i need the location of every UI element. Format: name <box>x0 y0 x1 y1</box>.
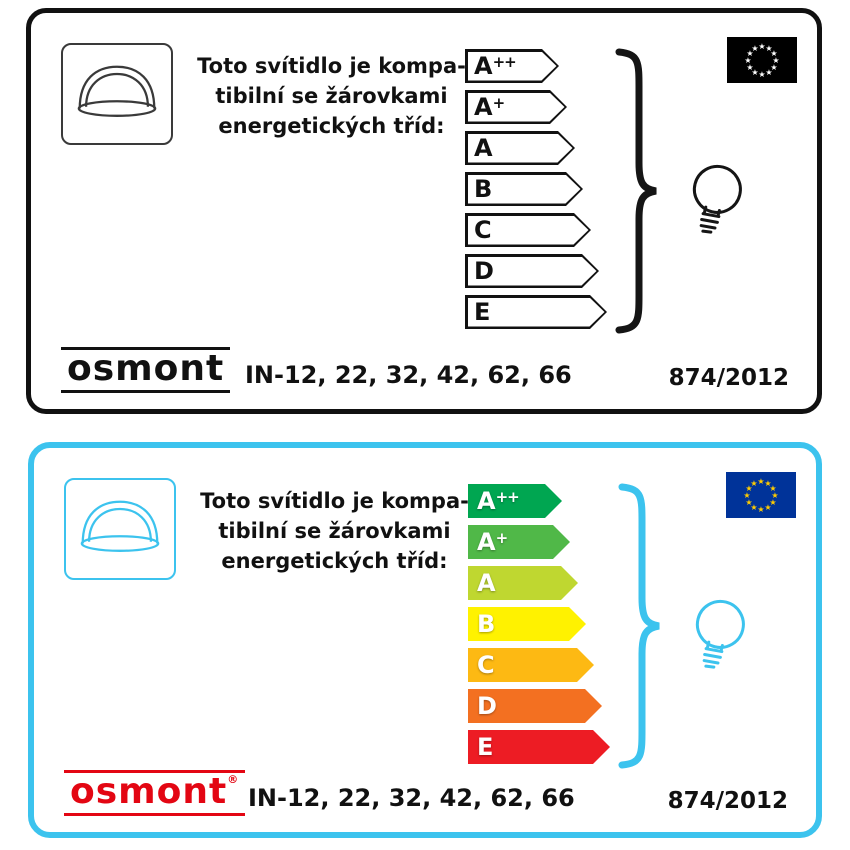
energy-class-arrow-ap: A+ <box>465 90 567 124</box>
energy-class-arrow-c: C <box>465 213 591 247</box>
regulation-number: 874/2012 <box>668 365 789 391</box>
arrow-fill <box>471 651 592 680</box>
energy-class-arrow-app: A++ <box>468 484 562 518</box>
energy-class-arrow-app: A++ <box>465 49 559 83</box>
energy-class-arrow-b: B <box>465 172 583 206</box>
arrow-fill <box>471 528 568 557</box>
compat-line-1: Toto svítidlo je kompa- <box>197 54 466 78</box>
curly-brace <box>617 482 663 774</box>
svg-text:★: ★ <box>769 484 776 493</box>
svg-text:★: ★ <box>764 503 771 512</box>
osmont-logo: osmont <box>61 347 231 393</box>
energy-class-label: D <box>477 692 497 720</box>
luminaire-icon <box>61 43 173 145</box>
registered-mark: ® <box>227 773 240 786</box>
osmont-logo-text: osmont <box>70 771 228 812</box>
svg-text:★: ★ <box>757 477 764 486</box>
ceiling-lamp-icon <box>77 65 157 117</box>
svg-text:★: ★ <box>750 479 757 488</box>
energy-class-arrow-ap: A+ <box>468 525 570 559</box>
energy-class-arrow-d: D <box>465 254 599 288</box>
arrow-fill <box>468 216 589 245</box>
energy-class-arrow-d: D <box>468 689 602 723</box>
svg-text:★: ★ <box>743 491 750 500</box>
energy-class-arrow-c: C <box>468 648 594 682</box>
regulation-number: 874/2012 <box>667 788 788 814</box>
svg-text:★: ★ <box>758 70 765 79</box>
energy-class-label: A++ <box>477 487 519 515</box>
svg-text:★: ★ <box>751 68 758 77</box>
compatibility-text: Toto svítidlo je kompa- tibilní se žárov… <box>179 51 484 141</box>
compatibility-text: Toto svítidlo je kompa- tibilní se žárov… <box>182 486 487 576</box>
arrow-fill <box>468 93 565 122</box>
energy-class-arrow-a: A <box>468 566 578 600</box>
svg-text:★: ★ <box>757 505 764 514</box>
osmont-logo: osmont® <box>64 770 246 816</box>
ceiling-lamp-icon <box>80 500 160 552</box>
light-bulb-icon <box>684 594 750 686</box>
svg-text:★: ★ <box>746 63 753 72</box>
energy-class-label: B <box>477 610 496 638</box>
arrow-fill <box>471 610 584 639</box>
svg-text:★: ★ <box>745 498 752 507</box>
energy-class-label: A+ <box>477 528 508 556</box>
arrow-fill <box>471 733 608 762</box>
svg-text:★: ★ <box>744 56 751 65</box>
svg-text:★: ★ <box>770 63 777 72</box>
compat-line-3: energetických tříd: <box>218 114 445 138</box>
energy-class-label: C <box>477 651 495 679</box>
energy-class-label: D <box>474 257 494 285</box>
energy-class-label: A <box>477 569 496 597</box>
compat-line-2: tibilní se žárovkami <box>218 519 451 543</box>
energy-class-arrow-e: E <box>465 295 607 329</box>
svg-text:★: ★ <box>765 68 772 77</box>
energy-class-list: A++ A+ A B C D E <box>465 49 607 329</box>
svg-text:★: ★ <box>770 49 777 58</box>
model-list: IN-12, 22, 32, 42, 62, 66 <box>248 784 575 812</box>
energy-class-label: A+ <box>474 93 505 121</box>
compat-line-1: Toto svítidlo je kompa- <box>200 489 469 513</box>
arrow-fill <box>471 569 576 598</box>
energy-class-label: E <box>474 298 491 326</box>
energy-label-card-mono: Toto svítidlo je kompa- tibilní se žárov… <box>26 8 822 414</box>
svg-text:★: ★ <box>771 491 778 500</box>
eu-stars-icon: ★★★ ★★★ ★★★ ★★★ <box>743 477 778 514</box>
svg-text:★: ★ <box>772 56 779 65</box>
arrow-fill <box>468 257 597 286</box>
energy-class-label: E <box>477 733 494 761</box>
svg-text:★: ★ <box>769 498 776 507</box>
compat-line-2: tibilní se žárovkami <box>215 84 448 108</box>
energy-class-arrow-e: E <box>468 730 610 764</box>
eu-flag: ★★★ ★★★ ★★★ ★★★ <box>727 37 797 83</box>
svg-text:★: ★ <box>751 44 758 53</box>
arrow-fill <box>468 175 581 204</box>
energy-label-card-color: Toto svítidlo je kompa- tibilní se žárov… <box>28 442 822 838</box>
model-list: IN-12, 22, 32, 42, 62, 66 <box>245 361 572 389</box>
energy-class-arrow-a: A <box>465 131 575 165</box>
svg-text:★: ★ <box>765 44 772 53</box>
energy-class-label: A++ <box>474 52 516 80</box>
luminaire-icon <box>64 478 176 580</box>
energy-class-label: B <box>474 175 493 203</box>
eu-stars-icon: ★★★ ★★★ ★★★ ★★★ <box>744 42 779 79</box>
compat-line-3: energetických tříd: <box>221 549 448 573</box>
eu-flag: ★★★ ★★★ ★★★ ★★★ <box>726 472 796 518</box>
svg-text:★: ★ <box>758 42 765 51</box>
energy-class-list: A++ A+ A B C D E <box>468 484 610 764</box>
arrow-fill <box>471 692 600 721</box>
svg-text:★: ★ <box>746 49 753 58</box>
svg-text:★: ★ <box>764 479 771 488</box>
arrow-fill <box>468 298 605 327</box>
light-bulb-icon <box>681 159 747 251</box>
svg-text:★: ★ <box>750 503 757 512</box>
curly-brace <box>614 47 660 339</box>
arrow-fill <box>471 487 560 516</box>
energy-class-label: A <box>474 134 493 162</box>
osmont-logo-text: osmont <box>67 348 225 389</box>
energy-class-arrow-b: B <box>468 607 586 641</box>
svg-text:★: ★ <box>745 484 752 493</box>
energy-class-label: C <box>474 216 492 244</box>
arrow-fill <box>468 134 573 163</box>
arrow-fill <box>468 52 557 81</box>
